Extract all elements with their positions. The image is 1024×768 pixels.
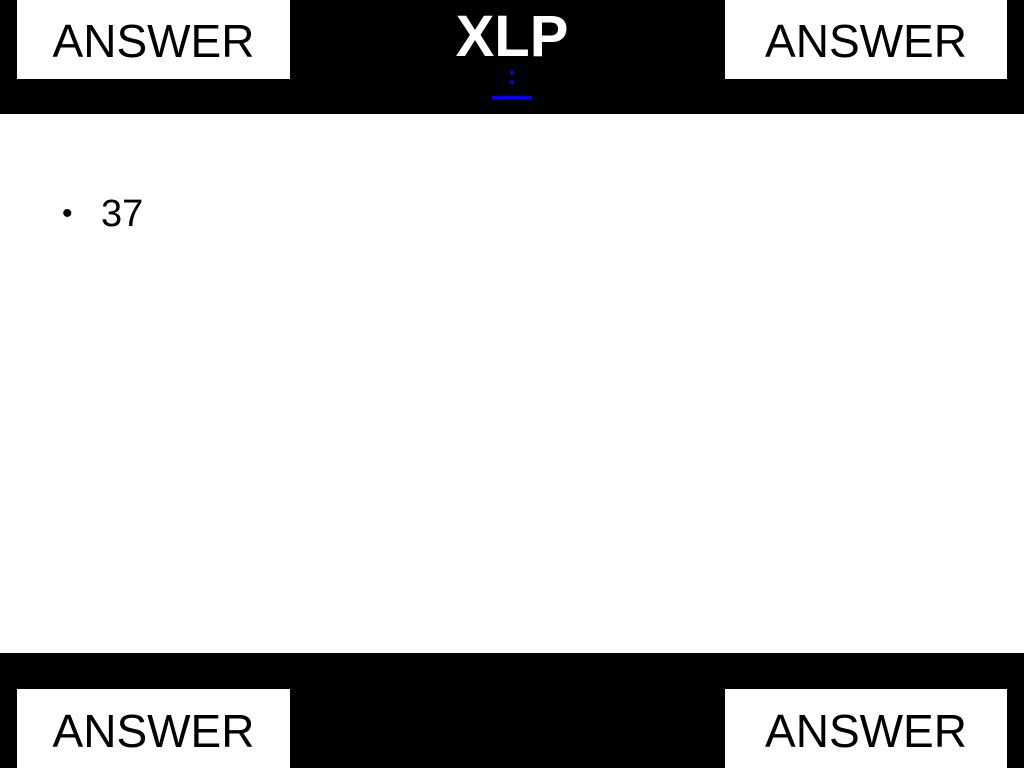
slide-content: • 37	[60, 188, 960, 240]
list-item: • 37	[60, 188, 960, 240]
nav-link-underline	[492, 96, 532, 99]
answer-button-bottom-left[interactable]: ANSWER	[17, 689, 290, 768]
nav-link-text: :	[507, 60, 517, 90]
answer-button-bottom-right[interactable]: ANSWER	[725, 689, 1007, 768]
bullet-symbol: •	[62, 197, 73, 230]
bullet-list: • 37	[60, 188, 960, 240]
slide-title: XLP	[455, 4, 569, 69]
answer-button-top-right[interactable]: ANSWER	[725, 0, 1007, 79]
answer-button-top-left[interactable]: ANSWER	[17, 0, 290, 79]
bullet-text: 37	[101, 193, 144, 235]
nav-link[interactable]: :	[492, 62, 532, 102]
